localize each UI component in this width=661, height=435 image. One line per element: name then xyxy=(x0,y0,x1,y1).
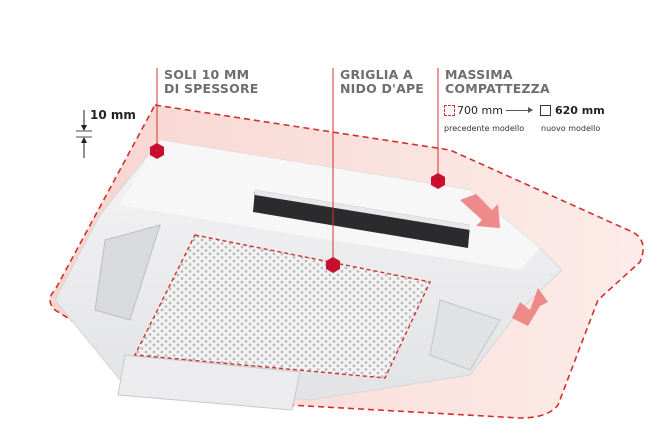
bottom-louver xyxy=(117,354,301,411)
arrow-right-icon xyxy=(505,107,533,113)
thickness-measure-label: 10 mm xyxy=(90,108,136,122)
compact-callout: MASSIMA COMPATTEZZA xyxy=(445,68,550,95)
dashed-square-icon xyxy=(444,105,455,116)
right-louver xyxy=(429,299,501,371)
new-size-caption: nuovo modello xyxy=(541,124,601,133)
grid-callout: GRIGLIA A NIDO D'APE xyxy=(340,68,424,95)
old-size-value: 700 mm xyxy=(457,104,503,117)
square-icon xyxy=(539,105,551,116)
compact-marker-icon xyxy=(431,173,445,189)
compact-callout-line1: MASSIMA xyxy=(445,67,513,82)
compression-arrow-icon xyxy=(512,288,548,326)
top-louver xyxy=(253,190,470,248)
left-louver xyxy=(94,224,161,321)
thickness-marker-icon xyxy=(150,143,164,159)
thickness-callout-line2: DI SPESSORE xyxy=(164,80,259,96)
size-comparison: 700 mm 620 mm precedente modello nuovo m… xyxy=(444,104,605,133)
grid-callout-line2: NIDO D'APE xyxy=(340,80,425,96)
new-size-value: 620 mm xyxy=(554,104,605,117)
thickness-callout: SOLI 10 MM DI SPESSORE xyxy=(164,68,259,95)
compact-callout-line2: COMPATTEZZA xyxy=(445,80,550,96)
grid-callout-line1: GRIGLIA A xyxy=(340,67,413,82)
old-size-caption: precedente modello xyxy=(444,124,525,133)
thickness-callout-line1: SOLI 10 MM xyxy=(164,67,250,82)
compression-arrow-icon xyxy=(460,194,500,228)
grid-marker-icon xyxy=(326,257,340,273)
honeycomb-grille xyxy=(133,234,432,379)
